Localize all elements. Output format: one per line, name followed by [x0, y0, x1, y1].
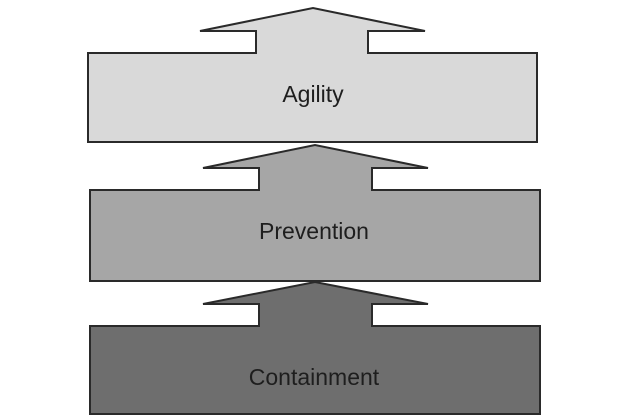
prevention-arrow-block: [89, 143, 541, 282]
prevention-label: Prevention: [259, 218, 369, 244]
layer-prevention: Prevention: [89, 143, 541, 282]
agility-arrow-block: [87, 6, 538, 143]
containment-arrow-block: [89, 280, 541, 415]
containment-label: Containment: [249, 364, 380, 390]
layer-agility: Agility: [87, 6, 538, 143]
layer-containment: Containment: [89, 280, 541, 415]
agility-label: Agility: [282, 81, 344, 107]
